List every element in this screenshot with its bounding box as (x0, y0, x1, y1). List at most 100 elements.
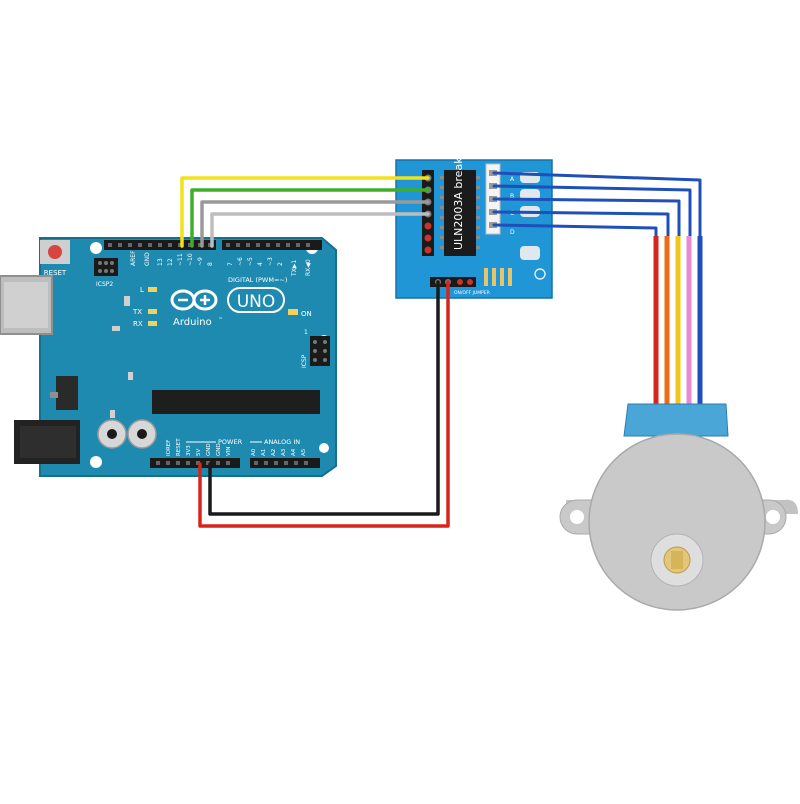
tx-led-label: TX (132, 308, 142, 316)
pin-10-label: ~10 (187, 253, 194, 266)
chip-label: ULN2003A break (452, 157, 465, 250)
on-led (288, 309, 298, 315)
smd-component (128, 372, 133, 380)
mounting-hole (90, 456, 102, 468)
pin-0-label: RX◀0 (305, 259, 312, 276)
mounting-hole (319, 443, 329, 453)
on-led-label: ON (301, 310, 312, 318)
arduino-logo (170, 289, 218, 311)
wire-blue-b (492, 184, 692, 240)
wire-blue-d (492, 210, 670, 240)
pin-aref-label: AREF (130, 250, 137, 266)
pin-7-label: 7 (227, 262, 234, 266)
pin-9-label: ~9 (197, 257, 204, 266)
pin-5v-label: 5V (196, 449, 202, 456)
reset-label: RESET (44, 269, 67, 277)
uln2003a-chip (444, 170, 476, 256)
icsp2-label: ICSP2 (96, 281, 113, 288)
pin-5-label: ~5 (247, 257, 254, 266)
pin-a3-label: A3 (281, 448, 287, 456)
power-analog-header-pins (156, 461, 308, 465)
model-label: UNO (237, 292, 276, 312)
digital-header-right (222, 240, 322, 250)
icsp-header (310, 336, 330, 366)
smd-component (124, 296, 130, 306)
atmega-chip (152, 390, 320, 414)
pin-vin-label: VIN (226, 447, 232, 457)
wire-gray-d9 (200, 200, 430, 248)
reset-button[interactable] (48, 245, 62, 259)
rx-led (148, 321, 157, 326)
jumper-label: ON/OFF JUMPER (454, 290, 490, 296)
wire-blue-a (492, 171, 702, 240)
icsp2-header (94, 258, 118, 276)
pin-3-label: ~3 (267, 257, 274, 266)
capacitor-top (137, 429, 147, 439)
motor-cable-housing (623, 403, 729, 437)
driver-logo-icon (534, 268, 546, 280)
wire-red-5v (198, 280, 450, 528)
l-led-label: L (140, 286, 144, 294)
motor-shaft-flat (671, 551, 683, 569)
phase-d-label: D (510, 229, 515, 236)
analog-in-label: ANALOG IN (264, 438, 300, 446)
icsp-label: ICSP (301, 354, 308, 368)
wire-silver-d8 (210, 212, 430, 248)
wire-black-gnd (208, 280, 440, 516)
rx-led-label: RX (133, 320, 143, 328)
pin-2-label: 2 (277, 262, 284, 266)
phase-a-label: A (510, 176, 515, 183)
pin-4-label: 4 (257, 262, 264, 266)
smd-component (110, 410, 115, 418)
pin-gnd2-label: GND (216, 443, 222, 456)
l-led (148, 287, 157, 292)
mounting-hole (90, 242, 102, 254)
wire-yellow-d11 (180, 176, 430, 248)
pin-a2-label: A2 (271, 449, 277, 456)
uln2003a-driver-board: ULN2003A break A B C D (395, 157, 553, 299)
pin-8-label: 8 (207, 262, 214, 266)
stepper-motor (559, 403, 798, 611)
wire-blue-c (492, 197, 681, 240)
pin-12-label: 12 (167, 258, 174, 266)
pin-13-label: 13 (157, 258, 164, 266)
pin-a5-label: A5 (301, 448, 307, 456)
voltage-regulator (56, 376, 78, 410)
flange-hole-right (766, 510, 780, 524)
pin-6-label: ~6 (237, 257, 244, 266)
usb-connector-face (4, 282, 48, 328)
phase-leds (520, 172, 540, 260)
pin-gnd-label: GND (144, 252, 151, 266)
tx-led (148, 309, 157, 314)
uno-badge (227, 287, 285, 313)
resistors (484, 268, 512, 286)
arduino-uno-board: RESET ICSP2 AREF GND 13 12 ~11 ~10 (0, 237, 337, 477)
trademark-label: ™ (218, 317, 223, 323)
pin-a0-label: A0 (251, 448, 257, 456)
pin-a4-label: A4 (291, 448, 297, 456)
power-label: POWER (218, 438, 243, 446)
pin-11-label: ~11 (177, 253, 184, 266)
brand-label: Arduino (173, 317, 212, 328)
phase-b-label: B (510, 193, 514, 200)
digital-header-pins (108, 243, 310, 247)
pin-3v3-label: 3V3 (186, 445, 192, 456)
power-jack-face (20, 426, 76, 458)
pin-1-label: TX▶1 (291, 260, 298, 277)
pin-gnd1-label: GND (206, 443, 212, 456)
pin-reset-label: RESET (176, 438, 182, 456)
power-header (150, 458, 240, 468)
wire-green-d10 (190, 188, 430, 248)
capacitor-top (107, 429, 117, 439)
digital-label: DIGITAL (PWM=~) (228, 276, 287, 284)
pin-a1-label: A1 (261, 449, 267, 456)
icsp-pin1-label: 1 (304, 329, 308, 336)
motor-body (588, 433, 766, 611)
smd-component (112, 326, 120, 331)
regulator-tab (50, 392, 58, 398)
chip-legs (440, 176, 480, 249)
flange-hole-left (570, 510, 584, 524)
wire-blue-e (492, 223, 658, 240)
